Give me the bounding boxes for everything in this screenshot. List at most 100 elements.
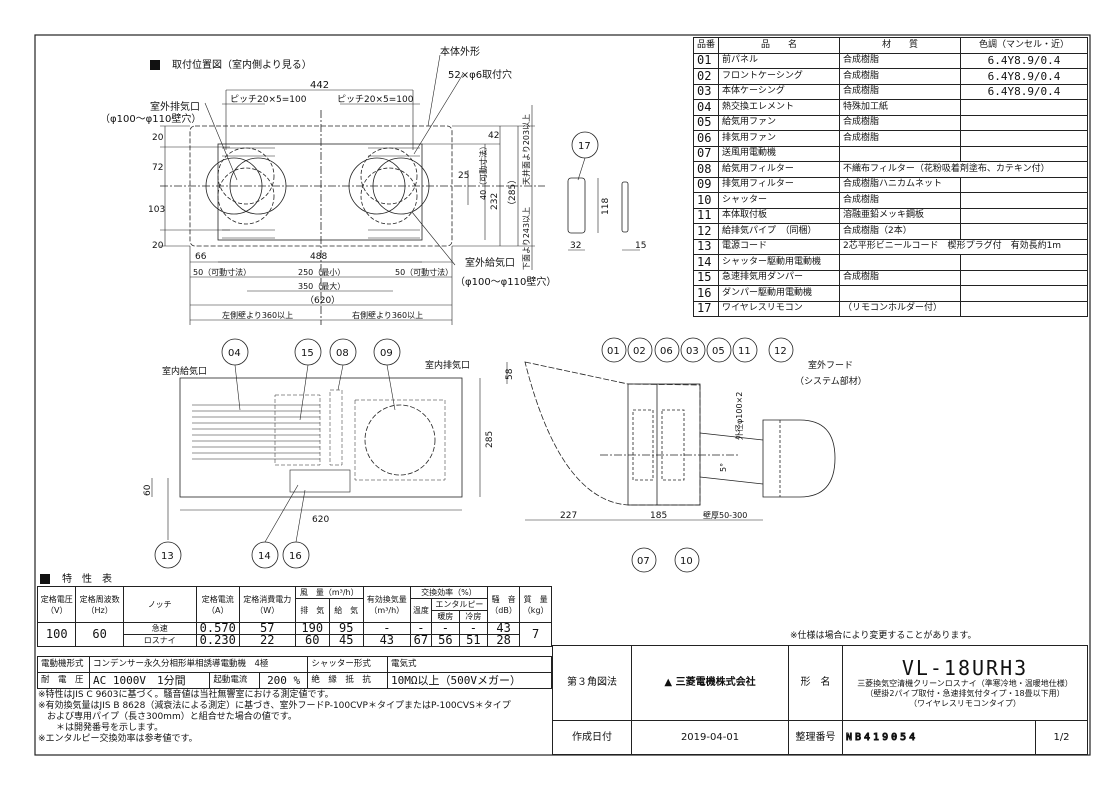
part-name: 排気用フィルター: [718, 176, 841, 193]
note: ※特性はJIS C 9603に基づく。騒音値は当社無響室における測定値です。: [38, 690, 334, 700]
withstand-label: 耐 電 圧: [37, 672, 90, 689]
mounting-view: [160, 54, 545, 325]
effective: 43: [362, 634, 411, 647]
mounting-plate: [217, 143, 423, 241]
part-color: 6.4Y8.9/0.4: [960, 52, 1088, 69]
exhaust: 190: [294, 622, 330, 635]
model-number: VL-18URH3: [901, 656, 1029, 680]
part-color: [960, 207, 1088, 224]
part-material: （リモコンホルダー付）: [839, 300, 962, 317]
bubble-08: 08: [336, 348, 349, 359]
part-name: 電源コード: [718, 238, 841, 255]
heading-text: 特 性 表: [62, 574, 112, 585]
part-name: 熱交換エレメント: [718, 99, 841, 116]
shutter-value: 電気式: [387, 656, 552, 673]
dim-250: 250（最小）: [298, 268, 345, 277]
bubble-04: 04: [228, 348, 241, 359]
part-color: [960, 223, 1088, 240]
part-material: 合成樹脂: [839, 192, 962, 209]
dim-15: 15: [635, 241, 646, 251]
model-cell: VL-18URH3 三菱換気空清機クリーンロスナイ（準寒冷地・温暖地仕様） （壁…: [842, 645, 1088, 721]
bubble-12: 12: [774, 346, 787, 357]
part-name: シャッター駆動用電動機: [718, 254, 841, 271]
hdr-efficiency: 交換効率（%）: [409, 586, 488, 599]
exhaust: 60: [294, 634, 330, 647]
dim-42: 42: [488, 131, 499, 141]
part-material: [839, 285, 962, 302]
notch: 急速: [122, 622, 197, 635]
hdr-effective: 有効換気量（m³/h）: [362, 586, 411, 623]
motor-value: コンデンサー永久分相形単相誘導電動機 4極: [88, 656, 309, 673]
supply: 45: [328, 634, 364, 647]
side-view: [506, 337, 836, 573]
mitsubishi-logo-icon: ▲: [664, 677, 673, 688]
hdr-airflow: 風 量（m³/h）: [294, 586, 364, 599]
dim-20b: 20: [152, 241, 164, 251]
front-view: [151, 338, 481, 569]
title-block: 第３角図法 ▲ 三菱電機株式会社 形 名 VL-18URH3 三菱換気空清機クリ…: [552, 645, 1088, 755]
dim-left-wall: 左側壁より360以上: [222, 310, 293, 320]
part-name: 給気用フィルター: [718, 161, 841, 178]
note: ＊は開発番号を示します。: [38, 723, 164, 733]
indoor-exhaust-label: 室内排気口: [425, 359, 470, 371]
part-material: 溶融亜鉛メッキ鋼板: [839, 207, 962, 224]
parts-header-cell: 品 名: [718, 37, 841, 54]
note: ※エンタルピー交換効率は参考値です。: [38, 734, 198, 744]
note: および専用パイプ（長さ300mm）と組合せた場合の値です。: [38, 712, 297, 722]
hdr-noise: 騒 音（dB）: [486, 586, 521, 623]
freq-value: 60: [75, 622, 124, 647]
heading-text: 取付位置図（室内側より見る）: [172, 60, 312, 71]
side-bubbles: [601, 337, 794, 573]
hdr-supply: 給 気: [328, 598, 364, 623]
part-number: 02: [692, 68, 720, 85]
part-name: 前パネル: [718, 52, 841, 69]
part-number: 03: [692, 83, 720, 100]
dim-72: 72: [152, 163, 163, 173]
dim-488: 488: [310, 252, 327, 262]
model-desc: （壁掛2パイプ取付・急速排気付タイプ・18畳以下用）: [865, 689, 1065, 698]
parts-header-cell: 品番: [692, 37, 720, 54]
part-number: 04: [692, 99, 720, 116]
front-dim-60: 60: [143, 484, 153, 496]
pipe-size: 外径φ100×2: [734, 392, 744, 440]
dim-442: 442: [310, 80, 329, 91]
supply-label: 室外給気口: [465, 256, 515, 269]
spec-table: 定格電圧（V） 定格周波数（Hz） ノッチ 定格電流（A） 定格消費電力（W） …: [36, 586, 552, 647]
part-material: 合成樹脂ハニカムネット: [839, 176, 962, 193]
dim-232: 232: [490, 193, 500, 210]
bubble-03: 03: [686, 346, 699, 357]
motor-label: 電動機形式: [37, 656, 90, 673]
heating: 56: [430, 634, 460, 647]
hood-label: 室外フード: [808, 359, 853, 371]
projection: 第３角図法: [552, 645, 632, 721]
dim-58: 58: [505, 368, 515, 380]
hdr-mass: 質 量（kg）: [519, 586, 552, 623]
spec-extra-table: 電動機形式 コンデンサー永久分相形単相誘導電動機 4極 シャッター形式 電気式 …: [37, 656, 552, 689]
mounting-view-heading: 取付位置図（室内側より見る）: [150, 56, 312, 71]
side-body: [627, 383, 701, 506]
dim-66: 66: [195, 252, 207, 262]
dim-20a: 20: [152, 133, 164, 143]
bubble-13: 13: [161, 551, 174, 562]
dim-185: 185: [650, 511, 667, 521]
part-material: 合成樹脂: [839, 114, 962, 131]
sheet-number: 1/2: [1035, 720, 1088, 755]
part-number: 16: [692, 285, 720, 302]
model-label: 形 名: [788, 645, 843, 721]
dim-118: 118: [601, 198, 611, 215]
part-name: フロントケーシング: [718, 68, 841, 85]
remote-control-drawing: [567, 131, 640, 251]
part-color: [960, 99, 1088, 116]
bubble-07: 07: [637, 556, 650, 567]
